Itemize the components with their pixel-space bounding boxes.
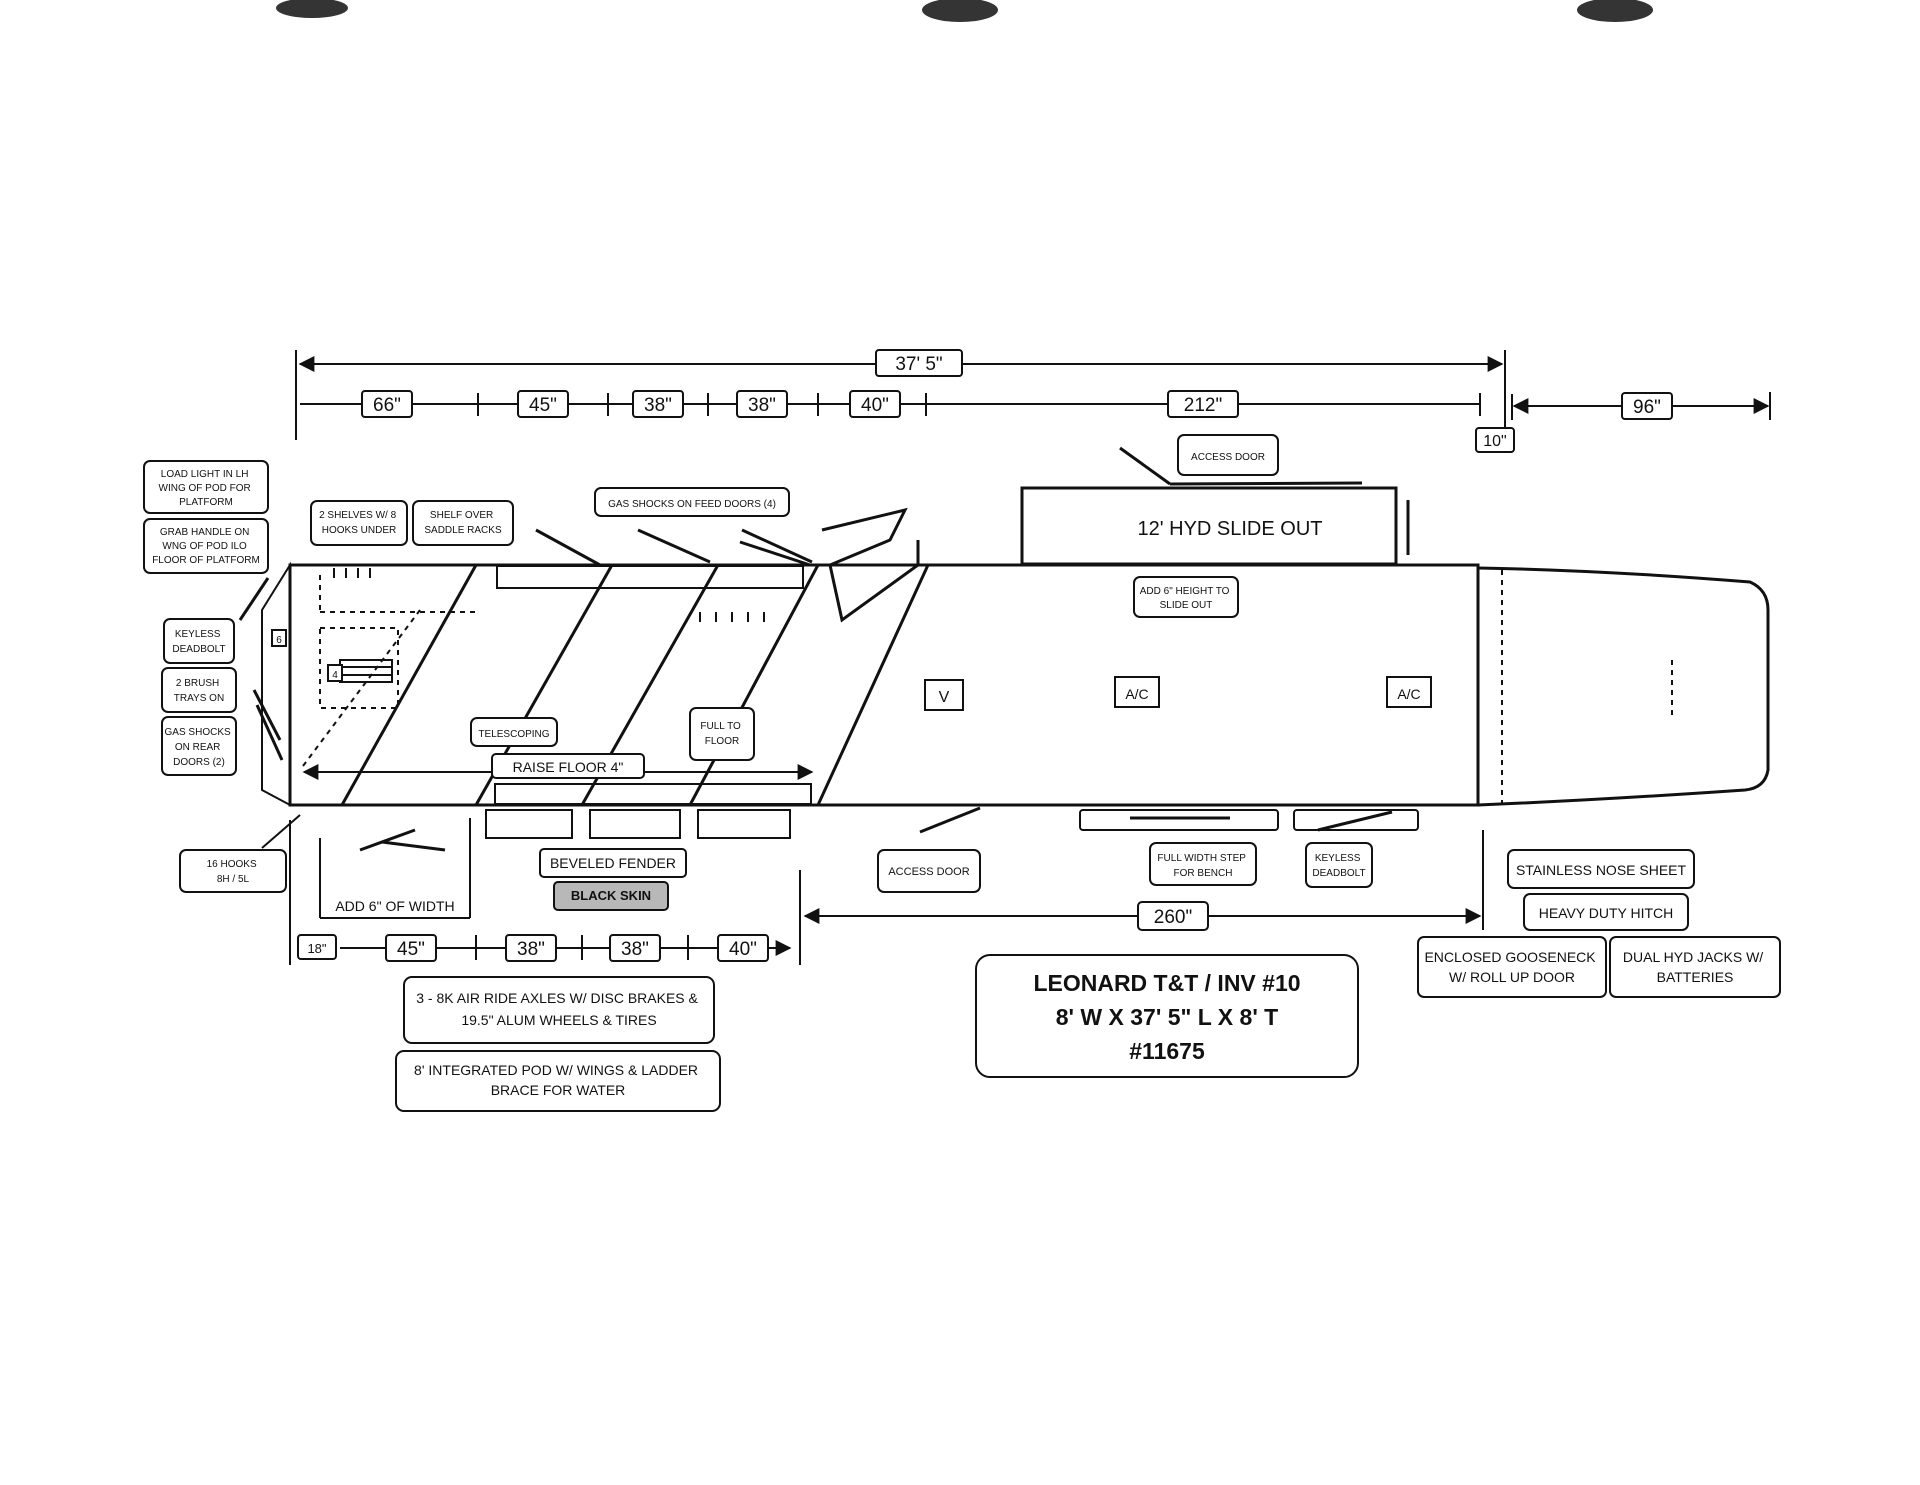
ac-label-2: A/C — [1397, 686, 1420, 702]
dim-66: 66" — [373, 395, 401, 416]
add-width-callout: ADD 6" OF WIDTH — [335, 898, 454, 914]
slide-height-callout: ADD 6" HEIGHT TO SLIDE OUT — [1140, 586, 1232, 611]
ac-label-1: A/C — [1125, 686, 1148, 702]
dim-38b: 38" — [748, 395, 776, 416]
nose-sheet-spec: STAINLESS NOSE SHEET — [1516, 862, 1687, 878]
spec-boxes: 3 - 8K AIR RIDE AXLES W/ DISC BRAKES & 1… — [395, 849, 1781, 1112]
black-skin-callout: BLACK SKIN — [571, 888, 651, 903]
top-callouts: 2 SHELVES W/ 8 HOOKS UNDER SHELF OVER SA… — [310, 434, 1421, 706]
scan-marks — [276, 0, 1653, 22]
gas-shocks-feed-callout: GAS SHOCKS ON FEED DOORS (4) — [608, 499, 776, 510]
marker-4: 4 — [332, 670, 338, 681]
hitch-spec: HEAVY DUTY HITCH — [1539, 905, 1674, 921]
shelves-callout: 2 SHELVES W/ 8 HOOKS UNDER — [319, 510, 399, 536]
bottom-dimensions: 260" 18" 45" 38" 38" 40" — [289, 820, 1484, 965]
keyless-deadbolt-side-callout: KEYLESS DEADBOLT — [1312, 853, 1365, 879]
hooks-callout: 16 HOOKS 8H / 5L — [207, 859, 260, 885]
overall-length-label: 37' 5" — [895, 354, 942, 375]
full-to-floor-callout: FULL TO FLOOR — [700, 721, 743, 747]
mid-callouts: TELESCOPING FULL TO FLOOR RAISE FLOOR 4"… — [302, 707, 1373, 919]
dim-18: 18" — [307, 941, 326, 956]
shelf-saddle-callout: SHELF OVER SADDLE RACKS — [424, 510, 502, 536]
axles-spec: 3 - 8K AIR RIDE AXLES W/ DISC BRAKES & 1… — [416, 990, 702, 1028]
bench-step-callout: FULL WIDTH STEP FOR BENCH — [1157, 853, 1248, 879]
grab-handle-callout: GRAB HANDLE ON WNG OF POD ILO FLOOR OF P… — [152, 527, 260, 566]
dim-b38a: 38" — [517, 939, 545, 960]
dim-b40: 40" — [729, 939, 757, 960]
slide-out-label: 12' HYD SLIDE OUT — [1138, 518, 1323, 540]
title-line-3: #11675 — [1129, 1038, 1205, 1064]
dim-45: 45" — [529, 395, 557, 416]
dim-212: 212" — [1184, 395, 1222, 416]
title-line-2: 8' W X 37' 5" L X 8' T — [1056, 1004, 1278, 1030]
dim-b45: 45" — [397, 939, 425, 960]
marker-6: 6 — [276, 635, 282, 646]
left-callouts: LOAD LIGHT IN LH WING OF POD FOR PLATFOR… — [143, 460, 301, 893]
telescoping-callout: TELESCOPING — [478, 729, 549, 740]
load-light-callout: LOAD LIGHT IN LH WING OF POD FOR PLATFOR… — [159, 469, 254, 508]
access-door-bottom-callout: ACCESS DOOR — [888, 866, 969, 878]
top-segment-dimensions: 66" 45" 38" 38" 40" 212" 10" 96" — [300, 390, 1771, 453]
gas-shocks-rear-callout: GAS SHOCKS ON REAR DOORS (2) — [165, 727, 234, 768]
beveled-fender-callout: BEVELED FENDER — [550, 855, 676, 871]
dim-260: 260" — [1154, 907, 1192, 928]
dim-10: 10" — [1483, 433, 1506, 450]
raise-floor-callout: RAISE FLOOR 4" — [513, 759, 624, 775]
jacks-spec: DUAL HYD JACKS W/ BATTERIES — [1623, 949, 1767, 985]
pod-spec: 8' INTEGRATED POD W/ WINGS & LADDER BRAC… — [414, 1062, 702, 1098]
vent-label: V — [939, 689, 950, 706]
dim-40: 40" — [861, 395, 889, 416]
overall-dimension: 37' 5" — [295, 349, 1506, 440]
dim-96: 96" — [1633, 397, 1661, 418]
dim-b38b: 38" — [621, 939, 649, 960]
gooseneck-spec: ENCLOSED GOOSENECK W/ ROLL UP DOOR — [1424, 949, 1599, 985]
access-door-top-callout: ACCESS DOOR — [1191, 452, 1265, 463]
brush-trays-callout: 2 BRUSH TRAYS ON — [174, 678, 224, 704]
dim-38a: 38" — [644, 395, 672, 416]
title-line-1: LEONARD T&T / INV #10 — [1033, 970, 1300, 996]
keyless-deadbolt-rear-callout: KEYLESS DEADBOLT — [172, 629, 225, 655]
